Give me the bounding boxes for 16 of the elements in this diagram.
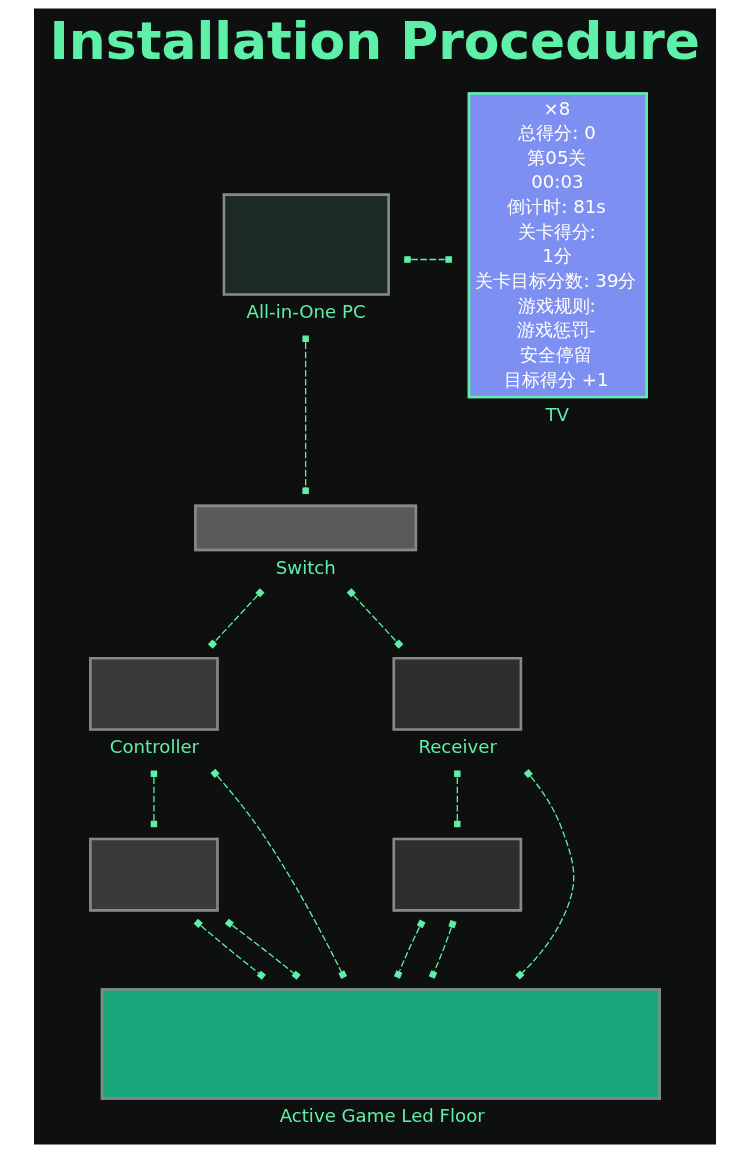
connector (210, 768, 348, 979)
connector (207, 588, 265, 649)
node-label: Active Game Led Floor (279, 1104, 485, 1126)
node-label: TV (545, 403, 569, 425)
diagram-title: Installation Procedure (49, 11, 701, 72)
connector (346, 588, 404, 649)
node-label: Switch (275, 556, 336, 578)
node-label: Receiver (418, 736, 497, 758)
connector (515, 769, 575, 980)
node-label: Controller (109, 736, 200, 758)
connector (393, 919, 426, 979)
node-label: All-in-One PC (246, 301, 366, 323)
connector (224, 918, 301, 980)
connector (150, 770, 158, 828)
connector (193, 918, 266, 980)
connector (428, 920, 457, 979)
